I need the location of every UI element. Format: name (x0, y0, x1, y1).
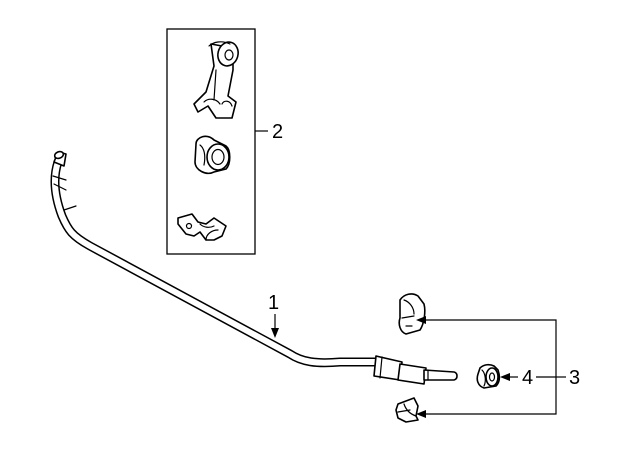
part-2-group: 2 (166, 28, 283, 255)
upper-bracket-icon (398, 293, 426, 335)
callout-2: 2 (272, 121, 283, 143)
arrow-3-lower (416, 410, 426, 418)
arrow-1 (271, 328, 279, 338)
arrow-4 (500, 373, 510, 381)
bushing-icon (476, 363, 501, 389)
lower-bracket-icon (395, 397, 419, 423)
stabilizer-bar-icon (50, 150, 458, 385)
callout-3: 3 (569, 367, 580, 389)
arrow-3-upper (416, 316, 426, 324)
end-link-bracket-icon (193, 41, 239, 119)
kit-bushing-icon (194, 135, 231, 175)
callout-1: 1 (268, 292, 279, 314)
kit-clamp-icon (177, 213, 227, 241)
callout-4: 4 (522, 367, 533, 389)
